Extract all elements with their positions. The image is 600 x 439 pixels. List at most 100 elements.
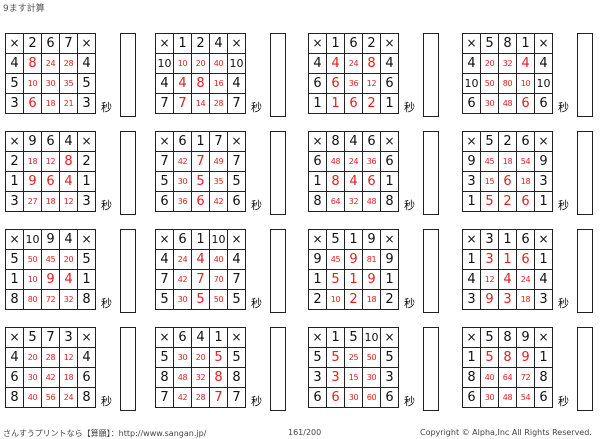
time-entry-box (120, 131, 136, 215)
operator-cell: × (308, 229, 327, 250)
operator-cell: × (5, 33, 24, 54)
answer-cell: 45 (41, 249, 60, 270)
right-number-cell: 8 (380, 191, 399, 212)
top-number-cell: 8 (498, 327, 517, 348)
left-number-cell: 7 (155, 151, 174, 172)
answer-cell: 18 (362, 289, 381, 310)
left-number-cell: 5 (155, 171, 174, 192)
answer-cell: 24 (344, 151, 363, 172)
answer-cell: 50 (23, 249, 42, 270)
right-number-cell: 6 (380, 73, 399, 94)
right-number-cell: 1 (534, 347, 553, 368)
operator-cell: × (77, 33, 96, 54)
top-number-cell: 4 (59, 131, 78, 152)
time-entry-box (270, 229, 286, 313)
top-number-cell: 1 (191, 131, 210, 152)
answer-cell: 5 (480, 347, 499, 368)
answer-cell: 64 (498, 367, 517, 388)
answer-cell: 8 (326, 171, 345, 192)
answer-cell: 3 (498, 289, 517, 310)
operator-cell: × (5, 229, 24, 250)
answer-cell: 10 (326, 289, 345, 310)
answer-cell: 64 (326, 191, 345, 212)
top-number-cell: 2 (23, 33, 42, 54)
seconds-label: 秒 (101, 395, 112, 408)
seconds-label: 秒 (251, 297, 262, 310)
seconds-label: 秒 (558, 101, 569, 114)
answer-cell: 18 (498, 151, 517, 172)
answer-cell: 6 (41, 171, 60, 192)
answer-cell: 8 (362, 53, 381, 74)
answer-cell: 30 (23, 367, 42, 388)
answer-cell: 20 (191, 53, 210, 74)
answer-cell: 40 (209, 249, 228, 270)
answer-cell: 50 (362, 347, 381, 368)
seconds-label: 秒 (101, 199, 112, 212)
top-number-cell: 10 (23, 229, 42, 250)
answer-cell: 6 (516, 191, 535, 212)
seconds-label: 秒 (101, 297, 112, 310)
answer-cell: 28 (191, 387, 210, 408)
right-number-cell: 6 (534, 387, 553, 408)
right-number-cell: 5 (77, 249, 96, 270)
left-number-cell: 3 (5, 191, 24, 212)
answer-cell: 20 (191, 347, 210, 368)
answer-cell: 5 (209, 347, 228, 368)
operator-cell: × (77, 131, 96, 152)
operator-cell: × (380, 327, 399, 348)
right-number-cell: 5 (227, 171, 246, 192)
top-number-cell: 1 (326, 327, 345, 348)
answer-cell: 36 (173, 191, 192, 212)
answer-cell: 12 (362, 73, 381, 94)
answer-cell: 20 (59, 249, 78, 270)
time-entry-box (120, 327, 136, 411)
worksheet-title: 9ます計算 (3, 4, 45, 14)
answer-cell: 6 (191, 191, 210, 212)
answer-cell: 42 (173, 151, 192, 172)
operator-cell: × (155, 327, 174, 348)
answer-cell: 4 (59, 171, 78, 192)
answer-cell: 20 (480, 53, 499, 74)
right-number-cell: 10 (534, 73, 553, 94)
top-number-cell: 4 (59, 229, 78, 250)
answer-cell: 6 (344, 93, 363, 114)
left-number-cell: 6 (308, 151, 327, 172)
right-number-cell: 9 (534, 151, 553, 172)
answer-cell: 18 (41, 93, 60, 114)
seconds-label: 秒 (558, 297, 569, 310)
right-number-cell: 4 (534, 269, 553, 290)
answer-cell: 5 (191, 171, 210, 192)
answer-cell: 4 (326, 53, 345, 74)
answer-cell: 24 (41, 53, 60, 74)
operator-cell: × (534, 327, 553, 348)
right-number-cell: 1 (77, 269, 96, 290)
right-number-cell: 5 (77, 73, 96, 94)
top-number-cell: 1 (344, 229, 363, 250)
left-number-cell: 6 (308, 387, 327, 408)
operator-cell: × (155, 131, 174, 152)
answer-cell: 2 (498, 191, 517, 212)
left-number-cell: 7 (155, 93, 174, 114)
answer-cell: 30 (173, 289, 192, 310)
